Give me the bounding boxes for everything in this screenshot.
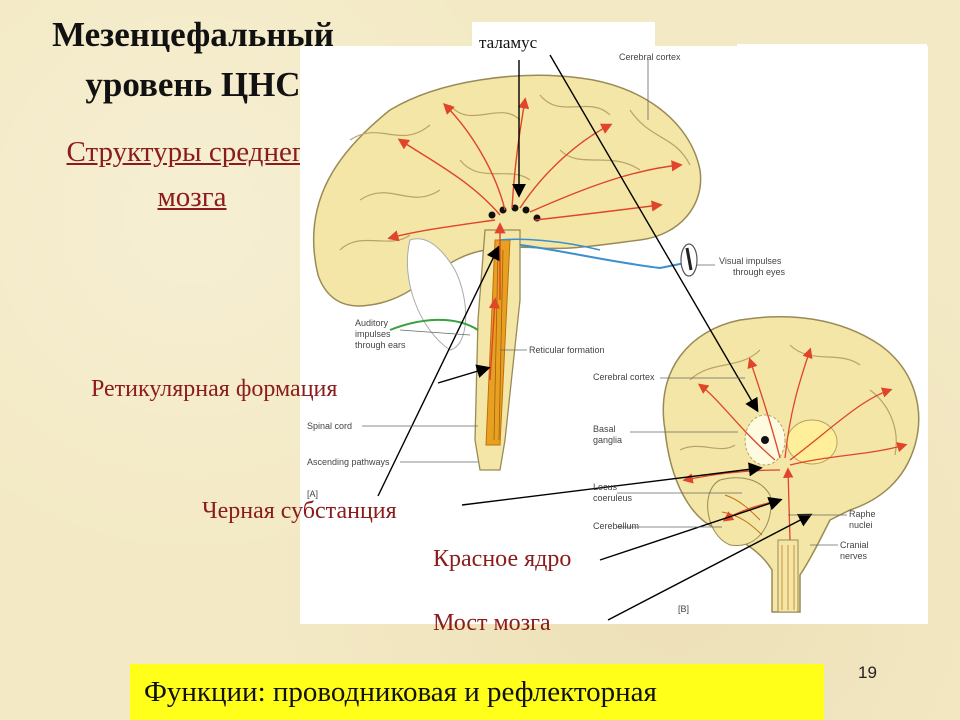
reticular-formation-label: Ретикулярная формация xyxy=(91,376,338,402)
figure-b-marker: [B] xyxy=(678,604,690,614)
locus-line-2: coeruleus xyxy=(593,493,633,503)
raphe-line-2: nuclei xyxy=(849,520,873,530)
thalamus-label-box xyxy=(472,22,655,62)
cranial-line-2: nerves xyxy=(840,551,868,561)
auditory-line-2: impulses xyxy=(355,329,391,339)
auditory-line-3: through ears xyxy=(355,340,406,350)
functions-banner: Функции: проводниковая и рефлекторная xyxy=(130,664,824,720)
coronal-brain-drawing xyxy=(662,316,920,613)
raphe-line-1: Raphe xyxy=(849,509,876,519)
locus-coeruleus-label: Locus coeruleus xyxy=(593,482,632,504)
cerebellum-label: Cerebellum xyxy=(593,521,640,531)
annotation-arrows xyxy=(377,54,813,621)
visual-line-1: Visual impulses xyxy=(719,256,782,266)
blank-patch xyxy=(737,44,927,234)
pons-label: Мост мозга xyxy=(433,610,551,636)
reticular-formation-en-label: Reticular formation xyxy=(529,345,605,355)
title-line-2: уровень ЦНС xyxy=(85,65,301,104)
cerebral-cortex-b-label: Cerebral cortex xyxy=(593,372,655,382)
page-number: 19 xyxy=(858,663,877,682)
locus-line-1: Locus xyxy=(593,482,618,492)
visual-line-2: through eyes xyxy=(733,267,786,277)
functions-text: Функции: проводниковая и рефлекторная xyxy=(144,676,657,708)
thalamus-label: таламус xyxy=(479,33,538,52)
basal-line-1: Basal xyxy=(593,424,616,434)
label-leaders xyxy=(362,60,847,546)
cranial-nerves-label: Cranial nerves xyxy=(840,540,869,562)
auditory-line-1: Auditory xyxy=(355,318,389,328)
red-nucleus-label: Красное ядро xyxy=(433,546,572,572)
basal-ganglia-label: Basal ganglia xyxy=(593,424,622,446)
cranial-line-1: Cranial xyxy=(840,540,869,550)
subtitle-line-2: мозга xyxy=(157,181,227,213)
title-line-1: Мезенцефальный xyxy=(52,15,334,54)
slide-title: Мезенцефальный уровень ЦНС xyxy=(18,10,368,110)
sagittal-brain-drawing xyxy=(313,74,702,471)
subtitle-line-1: Структуры среднего xyxy=(66,136,318,168)
raphe-nuclei-label: Raphe nuclei xyxy=(849,509,876,531)
slide-subtitle: Структуры среднего мозга xyxy=(22,130,362,220)
basal-line-2: ganglia xyxy=(593,435,623,445)
figure-a-marker: [A] xyxy=(307,489,319,499)
auditory-impulses-label: Auditory impulses through ears xyxy=(355,318,406,351)
cerebral-cortex-top-label: Cerebral cortex xyxy=(619,52,681,62)
visual-impulses-label: Visual impulses through eyes xyxy=(719,256,785,278)
ascending-pathways-label: Ascending pathways xyxy=(307,457,390,467)
spinal-cord-label: Spinal cord xyxy=(307,421,353,431)
substantia-nigra-label: Черная субстанция xyxy=(202,498,397,524)
